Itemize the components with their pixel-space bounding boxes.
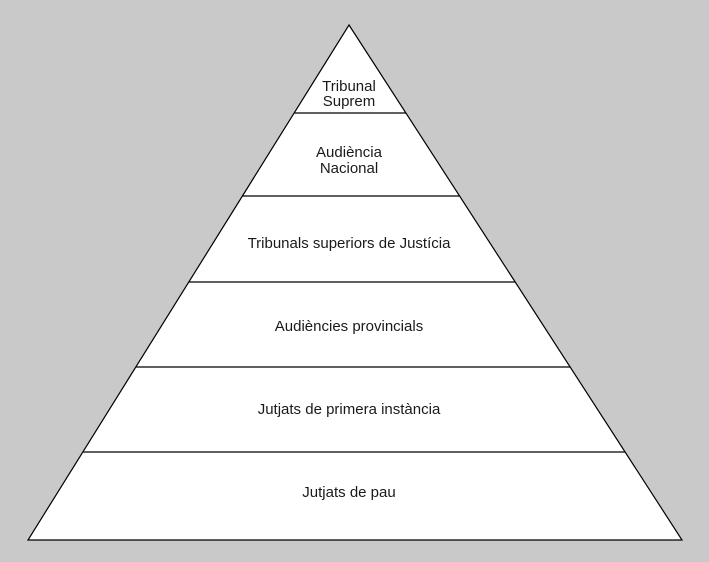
- level-label-tribunal-suprem-line1: Tribunal: [322, 78, 376, 95]
- level-label-audiencia-nacional-line1: Audiència: [316, 144, 383, 161]
- level-label-audiencia-nacional-line2: Nacional: [320, 160, 378, 177]
- level-label-audiencies-provincials: Audiències provincials: [275, 318, 423, 335]
- level-label-jutjats-de-pau: Jutjats de pau: [302, 484, 395, 501]
- level-label-tribunal-suprem-line2: Suprem: [323, 93, 376, 110]
- level-label-tribunals-superiors: Tribunals superiors de Justícia: [248, 235, 452, 252]
- level-label-jutjats-primera-instancia: Jutjats de primera instància: [258, 401, 441, 418]
